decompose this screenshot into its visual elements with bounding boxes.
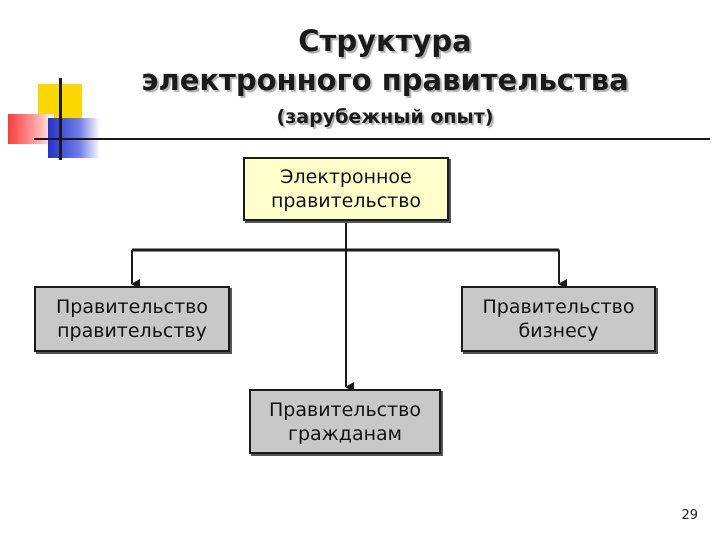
node-label-line2: бизнесу	[518, 320, 599, 342]
node-e-government: Электронное правительство	[243, 157, 449, 221]
node-label-line2: гражданам	[288, 422, 402, 445]
node-government-to-business: Правительство бизнесу	[461, 286, 656, 352]
page-number: 29	[681, 508, 698, 523]
page-title-line2: электронного правительства	[141, 63, 629, 97]
node-label-line2: правительство	[270, 190, 422, 212]
node-government-to-citizens: Правительство гражданам	[249, 389, 441, 454]
node-label-line1: Правительство	[269, 398, 421, 421]
decor-vertical-line	[59, 78, 62, 160]
title-underline	[34, 138, 710, 140]
node-label-line1: Правительство	[56, 296, 208, 318]
page-subtitle: (зарубежный опыт)	[276, 106, 494, 128]
node-label-line2: правительству	[57, 320, 207, 342]
page-title-line1: Структура	[298, 24, 472, 58]
node-government-to-government: Правительство правительству	[34, 286, 230, 352]
node-label-line1: Электронное	[280, 166, 412, 188]
node-label-line1: Правительство	[482, 296, 635, 318]
